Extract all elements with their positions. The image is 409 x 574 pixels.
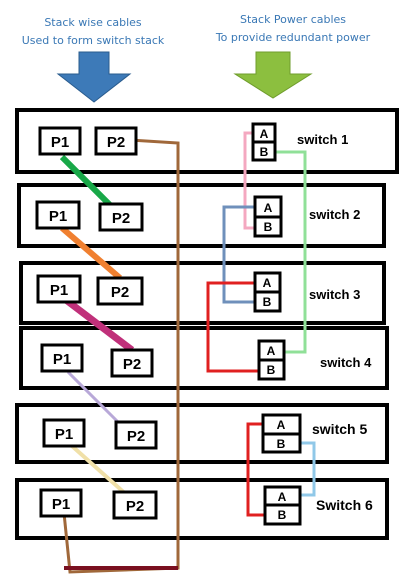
stack-caption-line1: Stack wise cables <box>44 16 142 29</box>
switch-6-power-b-port[interactable] <box>263 503 302 526</box>
switch-4-p1-port[interactable] <box>40 343 84 373</box>
switch-chassis-layer <box>15 108 399 540</box>
switch-3-p1-label: P1 <box>50 282 68 299</box>
switch-1-p1-port[interactable] <box>38 126 82 156</box>
switch-2-label: switch 2 <box>309 207 360 222</box>
switch-5-power-b-port[interactable] <box>261 432 302 454</box>
switch-4-p2-label: P2 <box>123 356 141 373</box>
stack-ring-cable <box>62 138 180 574</box>
switch-3-power-a-label: A <box>263 276 272 290</box>
stack-cable-4-5 <box>66 370 120 424</box>
switch-3-power-b-label: B <box>263 295 272 309</box>
switch-4-label: switch 4 <box>320 355 372 370</box>
switch-4-power-a-label: A <box>267 344 276 358</box>
switch-1-chassis <box>15 108 399 174</box>
switch-3-power-b-port[interactable] <box>253 290 282 313</box>
switch-5-p1-port[interactable] <box>42 418 86 448</box>
switch-5-power-a-label: A <box>277 418 286 432</box>
power-cable-s3a-s4b <box>206 281 262 373</box>
switch-1-power-b-port[interactable] <box>251 140 277 162</box>
switch-3-chassis <box>19 261 386 325</box>
switch-5-power-b-label: B <box>277 437 286 451</box>
switch-5-p1-label: P1 <box>55 426 73 443</box>
switch-6-power-a-label: A <box>278 490 287 504</box>
switch-1-p2-port[interactable] <box>94 126 138 156</box>
switch-labels-layer: switch 1 switch 2 switch 3 switch 4 swit… <box>297 132 373 513</box>
switch-2-p1-port[interactable] <box>35 200 81 230</box>
switch-5-label: switch 5 <box>312 421 367 437</box>
switch-6-p1-port[interactable] <box>39 488 83 518</box>
switch-6-p2-port[interactable] <box>112 490 158 520</box>
switch-4-chassis <box>19 326 389 390</box>
switch-3-label: switch 3 <box>309 287 360 302</box>
stack-caption-line2: Used to form switch stack <box>22 34 165 47</box>
switch-4-power-b-port[interactable] <box>257 358 286 381</box>
switch-5-chassis <box>15 403 389 464</box>
switch-4-power-b-label: B <box>267 363 276 377</box>
stack-cable-3-4 <box>63 297 135 353</box>
stack-ports-layer[interactable]: P1 P2 P1 P2 P1 P2 P1 P2 P1 P2 P1 P2 <box>35 126 158 520</box>
switch-1-p1-label: P1 <box>51 134 69 151</box>
switch-2-chassis <box>17 183 386 248</box>
switch-6-p2-label: P2 <box>126 498 144 515</box>
switch-3-p2-port[interactable] <box>96 276 144 306</box>
switch-4-p1-label: P1 <box>53 351 71 368</box>
switch-3-p2-label: P2 <box>111 284 129 301</box>
switch-2-p2-port[interactable] <box>98 202 144 232</box>
power-cable-s5b-s6a <box>300 441 316 497</box>
switch-2-p1-label: P1 <box>49 208 67 225</box>
switch-2-p2-label: P2 <box>112 210 130 227</box>
power-ports-layer[interactable]: A B A B A B A B A B A B <box>251 122 302 526</box>
switch-2-power-b-label: B <box>264 220 273 234</box>
stack-cable-5-6 <box>70 444 130 498</box>
switch-1-label: switch 1 <box>297 132 348 147</box>
switch-2-power-b-port[interactable] <box>253 215 283 238</box>
switch-1-power-a-label: A <box>260 127 269 141</box>
switch-1-power-b-label: B <box>260 145 269 159</box>
power-cables-layer <box>206 131 316 517</box>
stack-cables-layer <box>59 154 135 498</box>
power-arrow-icon <box>233 51 313 99</box>
switch-5-p2-label: P2 <box>127 428 145 445</box>
power-cable-s2a-s3b <box>222 205 262 304</box>
power-cable-s1b-s4a <box>270 150 307 354</box>
power-caption-line2: To provide redundant power <box>215 31 371 44</box>
switch-6-label: Switch 6 <box>316 497 373 513</box>
switch-4-p2-port[interactable] <box>110 348 154 378</box>
switch-6-p1-label: P1 <box>52 496 70 513</box>
switch-2-power-a-label: A <box>264 201 273 215</box>
power-caption-line1: Stack Power cables <box>240 13 346 26</box>
stack-cable-2-3 <box>60 225 122 281</box>
switch-3-p1-port[interactable] <box>36 274 82 304</box>
stack-arrow-icon <box>56 51 132 103</box>
switch-5-p2-port[interactable] <box>114 420 158 450</box>
stack-cable-1-2 <box>59 154 115 210</box>
switch-6-chassis <box>15 478 389 540</box>
power-cable-s5a-s6b <box>246 422 265 517</box>
switch-6-power-b-label: B <box>278 508 287 522</box>
switch-1-p2-label: P2 <box>107 134 125 151</box>
